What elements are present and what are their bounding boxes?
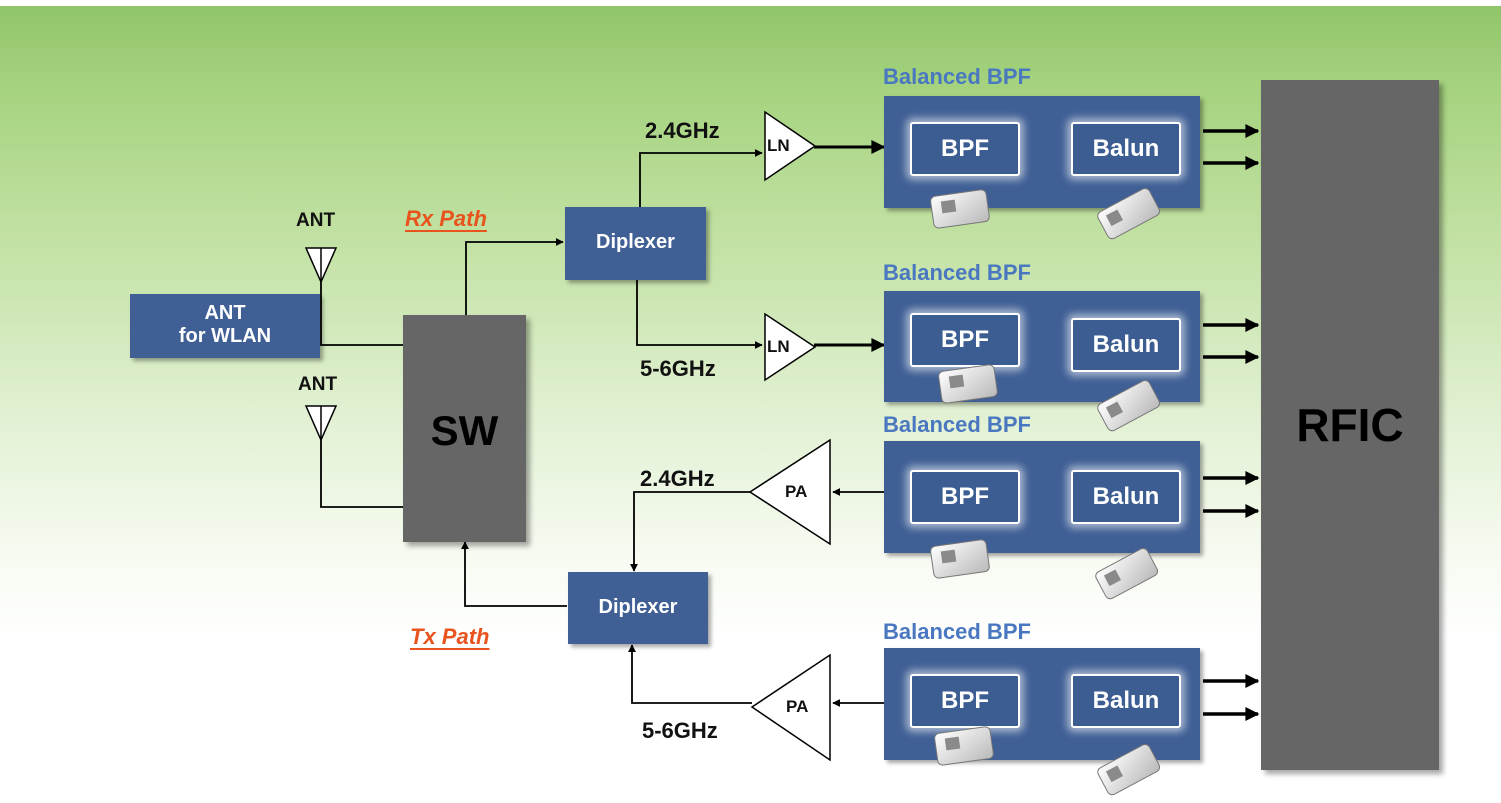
balanced-bpf-2-block: BPF Balun	[884, 291, 1200, 402]
chip-bpf-3-icon	[930, 539, 990, 579]
wire-diplexer-lna-24	[639, 149, 763, 207]
balun-1-block: Balun	[1071, 122, 1181, 176]
tx-path-label: Tx Path	[410, 624, 490, 649]
bpf-1-block: BPF	[910, 122, 1020, 176]
pa-56-label: PA	[786, 697, 809, 716]
chip-balun-2-icon	[1097, 380, 1161, 432]
chip-bpf-1-icon	[930, 189, 990, 229]
bpf-2-block: BPF	[910, 313, 1020, 367]
rfic-input-arrows	[1203, 124, 1260, 721]
tx-diplexer-label: Diplexer	[598, 596, 678, 618]
rx-diplexer-label: Diplexer	[596, 231, 675, 253]
top-border	[0, 0, 1501, 6]
bpf-3-label: BPF	[941, 483, 989, 510]
balanced-bpf-3-title: Balanced BPF	[883, 412, 1031, 437]
antenna-module-block: ANT for WLAN	[130, 294, 320, 358]
switch-label: SW	[430, 407, 499, 454]
chip-balun-3-icon	[1095, 548, 1159, 600]
rfic-label: RFIC	[1296, 399, 1404, 451]
antenna-bottom-label: ANT	[298, 374, 338, 395]
antenna-top-icon	[304, 247, 338, 284]
chip-bpf-2-icon	[938, 364, 998, 404]
pa-24-label: PA	[785, 482, 808, 501]
chip-balun-4-icon	[1097, 744, 1161, 796]
balun-4-label: Balun	[1092, 687, 1160, 714]
bpf-1-label: BPF	[941, 135, 989, 162]
wire-diplexer-sw-tx	[461, 541, 567, 607]
balun-2-block: Balun	[1071, 318, 1181, 372]
antenna-top-label: ANT	[296, 210, 336, 231]
pa-24-icon	[748, 438, 831, 546]
antenna-module-line1: ANT	[204, 302, 246, 324]
lna-24-icon	[764, 110, 817, 182]
wire-ant2-sw	[320, 440, 404, 508]
antenna-bottom-icon	[304, 405, 338, 442]
bpf-4-block: BPF	[910, 674, 1020, 728]
balanced-bpf-1-title: Balanced BPF	[883, 64, 1031, 89]
bpf-2-label: BPF	[941, 326, 989, 353]
tx-freq-24-label: 2.4GHz	[640, 466, 715, 491]
balun-3-block: Balun	[1071, 470, 1181, 524]
balanced-bpf-3-block: BPF Balun	[884, 441, 1200, 553]
chip-bpf-4-icon	[934, 726, 994, 766]
balun-1-label: Balun	[1092, 135, 1160, 162]
wire-sw-rx-diplexer	[465, 238, 564, 316]
balanced-bpf-2-title: Balanced BPF	[883, 260, 1031, 285]
rfic-block: RFIC	[1261, 80, 1439, 770]
balanced-bpf-4-title: Balanced BPF	[883, 619, 1031, 644]
rx-path-label: Rx Path	[405, 206, 487, 231]
balun-4-block: Balun	[1071, 674, 1181, 728]
lna-24-label: LN	[767, 136, 790, 155]
chip-balun-1-icon	[1097, 188, 1161, 240]
tx-freq-56-label: 5-6GHz	[642, 718, 718, 743]
rx-freq-56-label: 5-6GHz	[640, 356, 716, 381]
balun-3-label: Balun	[1092, 483, 1160, 510]
wire-pa24-diplexer	[630, 491, 750, 572]
rx-diplexer-block: Diplexer	[565, 207, 706, 280]
bpf-3-block: BPF	[910, 470, 1020, 524]
tx-diplexer-block: Diplexer	[568, 572, 708, 644]
bpf-4-label: BPF	[941, 687, 989, 714]
wire-ant1-sw	[320, 282, 404, 346]
wire-diplexer-lna-56	[636, 280, 763, 349]
wire-pa56-diplexer	[628, 644, 752, 704]
balun-2-label: Balun	[1092, 331, 1160, 358]
lna-56-icon	[764, 312, 817, 382]
pa-56-icon	[750, 653, 831, 762]
rx-freq-24-label: 2.4GHz	[645, 118, 720, 143]
lna-56-label: LN	[767, 337, 790, 356]
switch-block: SW	[403, 315, 526, 542]
antenna-module-line2: for WLAN	[178, 325, 272, 347]
